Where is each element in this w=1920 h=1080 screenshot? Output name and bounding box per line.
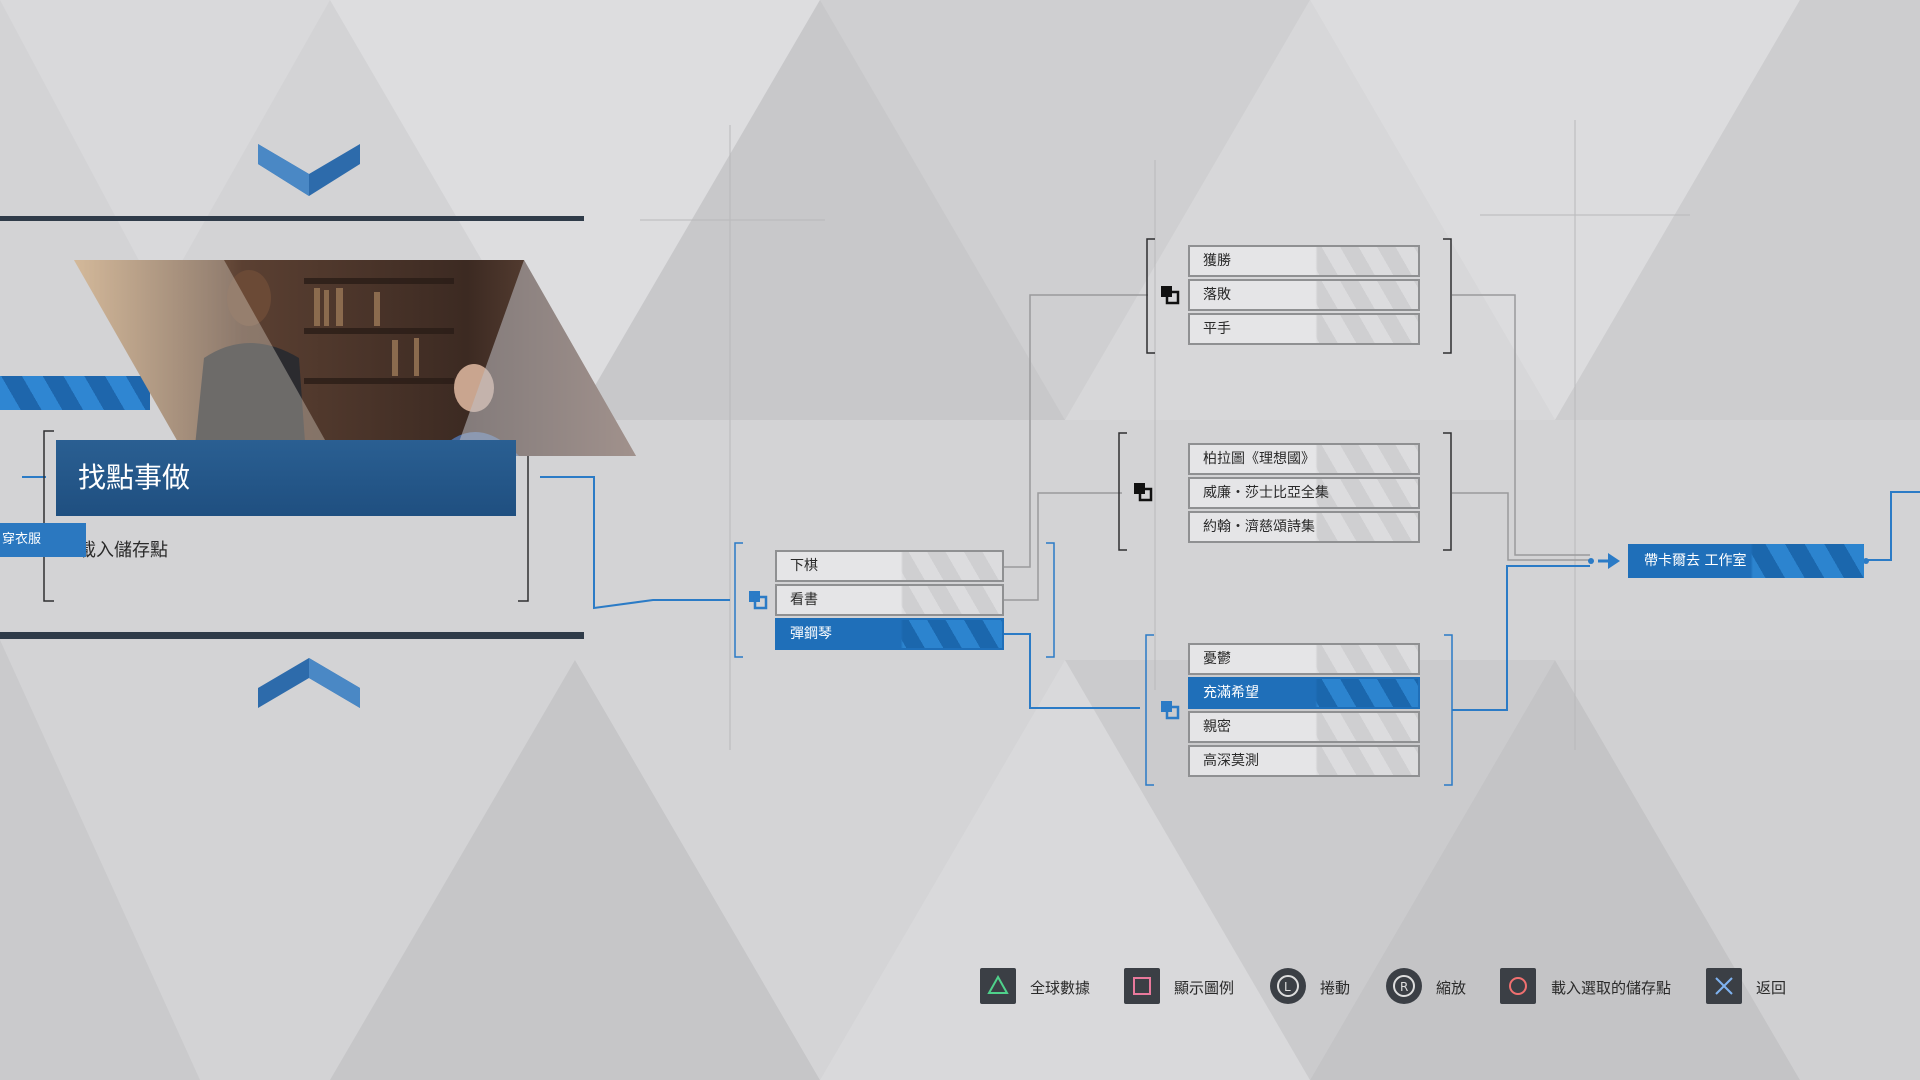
show-legend-label: 顯示圖例: [1174, 979, 1235, 997]
outcome-lose[interactable]: 落敗: [1188, 279, 1420, 311]
load-checkpoint-label[interactable]: 載入儲存點: [78, 540, 168, 561]
outcome-win[interactable]: 獲勝: [1188, 245, 1420, 277]
scroll-up-chevron-icon[interactable]: [258, 140, 360, 200]
linked-books-icon: [1134, 483, 1153, 502]
triangle-button-icon[interactable]: [980, 968, 1016, 1004]
book-plato-republic[interactable]: 柏拉圖《理想國》: [1188, 443, 1420, 475]
linked-moods-icon: [1161, 701, 1180, 720]
square-button-icon[interactable]: [1124, 968, 1160, 1004]
scroll-label: 捲動: [1320, 979, 1351, 997]
book-keats-odes[interactable]: 約翰・濟慈頌詩集: [1188, 511, 1420, 543]
left-stick-icon[interactable]: L: [1270, 968, 1306, 1004]
scroll-down-chevron-icon[interactable]: [258, 656, 360, 716]
mood-inscrutable[interactable]: 高深莫測: [1188, 745, 1420, 777]
circle-button-icon[interactable]: [1500, 968, 1536, 1004]
mood-melancholic[interactable]: 憂鬱: [1188, 643, 1420, 675]
zoom-label: 縮放: [1436, 979, 1467, 997]
previous-scene-strip: [0, 376, 150, 410]
scene-frame-top-bar: [0, 216, 584, 221]
choice-read-book[interactable]: 看書: [775, 584, 1004, 616]
choice-play-chess[interactable]: 下棋: [775, 550, 1004, 582]
global-stats-label: 全球數據: [1030, 979, 1091, 997]
choice-play-piano[interactable]: 彈鋼琴: [775, 618, 1004, 650]
linked-choices-icon: [749, 591, 768, 610]
svg-text:R: R: [1400, 980, 1408, 994]
destination-node[interactable]: 帶卡爾去 工作室: [1628, 544, 1864, 578]
back-label: 返回: [1756, 979, 1787, 997]
mood-hopeful[interactable]: 充滿希望: [1188, 677, 1420, 709]
linked-outcomes-icon: [1161, 286, 1180, 305]
scene-title[interactable]: 找點事做: [56, 440, 516, 516]
cross-button-icon[interactable]: [1706, 968, 1742, 1004]
outcome-draw[interactable]: 平手: [1188, 313, 1420, 345]
right-stick-icon[interactable]: R: [1386, 968, 1422, 1004]
book-shakespeare[interactable]: 威廉・莎士比亞全集: [1188, 477, 1420, 509]
svg-text:L: L: [1284, 980, 1291, 994]
mood-intimate[interactable]: 親密: [1188, 711, 1420, 743]
scene-frame-bottom-bar: [0, 632, 584, 639]
scene-thumbnail: [74, 260, 636, 456]
load-selected-checkpoint-label: 載入選取的儲存點: [1551, 979, 1672, 997]
previous-node-tab[interactable]: 穿衣服: [0, 523, 86, 557]
